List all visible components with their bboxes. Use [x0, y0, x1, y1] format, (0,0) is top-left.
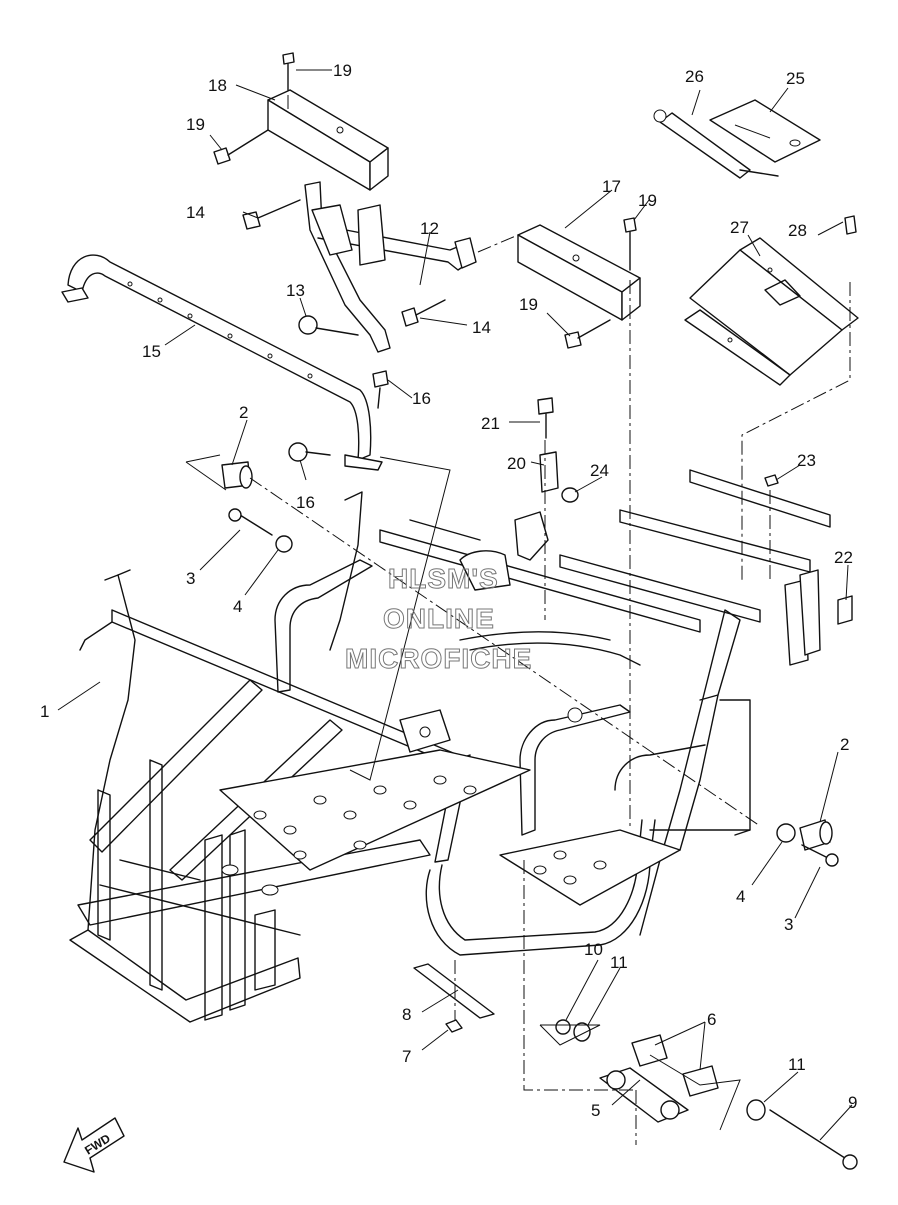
cover-27: [684, 237, 859, 386]
callout-6: 6: [707, 1010, 716, 1029]
callout-25: 25: [786, 69, 805, 88]
callout-2-right: 2: [840, 735, 849, 754]
callout-10: 10: [584, 940, 603, 959]
watermark-line-1: HLSM'S: [388, 563, 499, 594]
callout-7: 7: [402, 1047, 411, 1066]
callout-24: 24: [590, 461, 609, 480]
callout-12: 12: [420, 219, 439, 238]
callout-labels: 1 2 2 3 3 4 4 5 6 7 8 9 10 11 11 12 13 1…: [40, 61, 857, 1120]
watermark: HLSM'S ONLINE MICROFICHE: [345, 563, 532, 675]
callout-19-top: 19: [333, 61, 352, 80]
assembly-lines: [185, 95, 851, 1145]
callout-23: 23: [797, 451, 816, 470]
bracket-17: [517, 224, 641, 321]
part-25-bag: [709, 99, 821, 163]
callout-16-upper: 16: [412, 389, 431, 408]
callout-20: 20: [507, 454, 526, 473]
callout-4-left: 4: [233, 597, 242, 616]
fasteners: [213, 52, 858, 1170]
callout-27: 27: [730, 218, 749, 237]
callout-11-lower: 11: [788, 1055, 806, 1074]
part-26-tool: [653, 109, 779, 179]
callout-22: 22: [834, 548, 853, 567]
callout-5: 5: [591, 1101, 600, 1120]
callout-3-left: 3: [186, 569, 195, 588]
bracket-18: [267, 89, 389, 191]
watermark-line-2: ONLINE: [383, 603, 495, 634]
callout-13: 13: [286, 281, 305, 300]
callout-14-upper: 14: [186, 203, 205, 222]
callout-26: 26: [685, 67, 704, 86]
callout-8: 8: [402, 1005, 411, 1024]
callout-28: 28: [788, 221, 807, 240]
watermark-line-3: MICROFICHE: [345, 643, 532, 674]
callout-16-lower: 16: [296, 493, 315, 512]
callout-21: 21: [481, 414, 500, 433]
callout-leaders: [57, 69, 853, 1141]
fwd-arrow-icon: FWD: [63, 1117, 125, 1173]
callout-19-lower: 19: [519, 295, 538, 314]
callout-1: 1: [40, 702, 49, 721]
callout-11-upper: 11: [610, 953, 628, 972]
callout-3-right: 3: [784, 915, 793, 934]
callout-15: 15: [142, 342, 161, 361]
callout-9: 9: [848, 1093, 857, 1112]
bracket-12: [304, 181, 477, 353]
seat-rail: [61, 254, 383, 471]
callout-17: 17: [602, 177, 621, 196]
callout-18: 18: [208, 76, 227, 95]
callout-4-right: 4: [736, 887, 745, 906]
main-frame: [69, 469, 831, 1023]
callout-19-right: 19: [638, 191, 657, 210]
floor-holes: [221, 775, 607, 896]
callout-2-left: 2: [239, 403, 248, 422]
callout-19-left: 19: [186, 115, 205, 134]
callout-14-lower: 14: [472, 318, 491, 337]
